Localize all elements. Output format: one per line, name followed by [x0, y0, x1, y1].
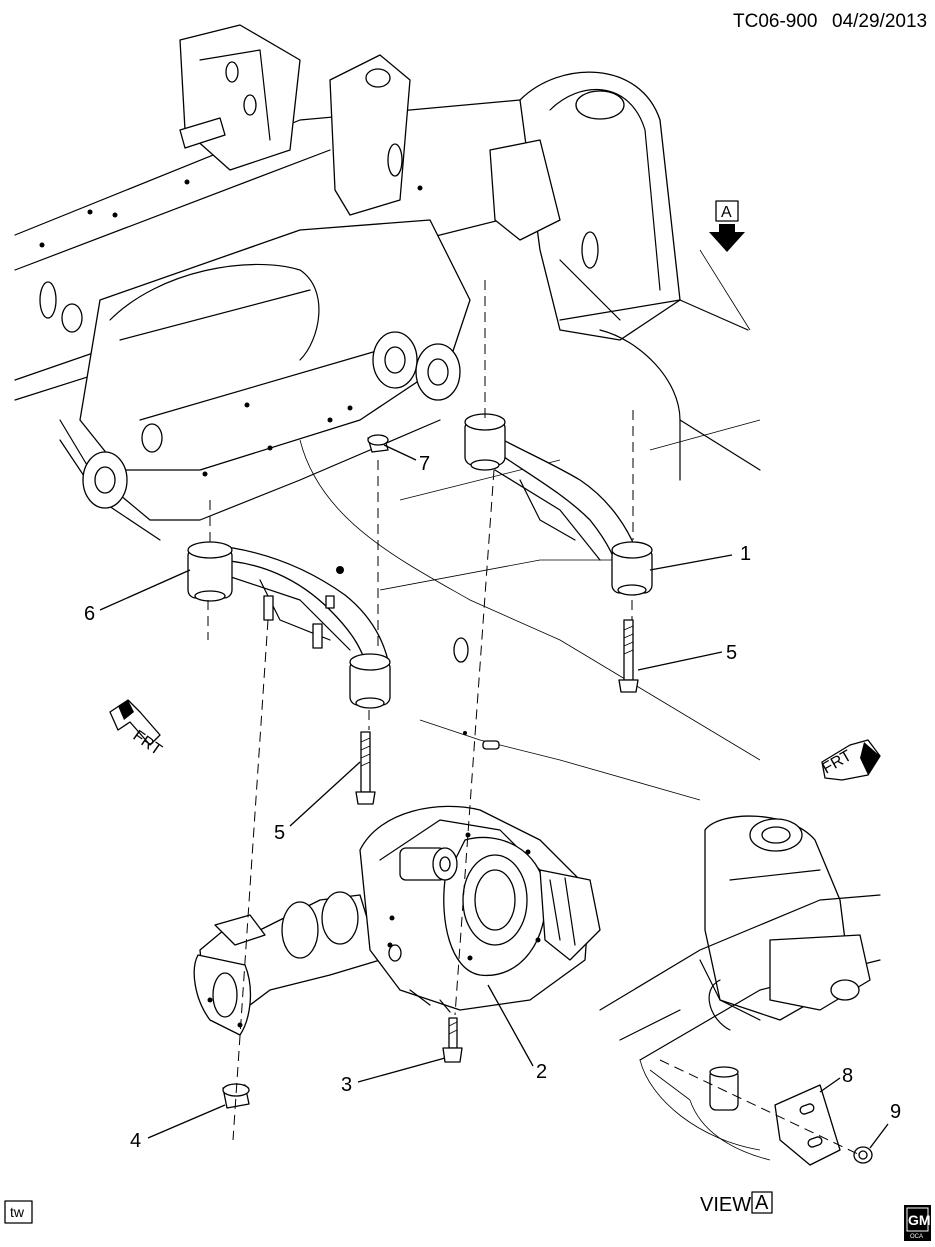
- control-arm-right: [464, 413, 653, 596]
- nut-7: [367, 434, 389, 453]
- svg-text:OCA: OCA: [910, 1234, 923, 1240]
- diagram-date: 04/29/2013: [832, 11, 927, 32]
- front-direction-icon: FRT: [109, 699, 165, 759]
- frame-assembly: [14, 24, 761, 801]
- callout-5-right: 5: [726, 642, 737, 664]
- diagram-code: TC06-900: [733, 11, 818, 32]
- bolt-5-right: [618, 619, 639, 693]
- callout-5-left: 5: [274, 822, 285, 844]
- svg-text:tw: tw: [10, 1204, 25, 1220]
- svg-text:FRT: FRT: [130, 727, 165, 759]
- svg-text:A: A: [721, 204, 732, 221]
- tw-label: tw: [4, 1200, 33, 1224]
- callout-4: 4: [130, 1130, 141, 1152]
- callout-leaders: [99, 444, 889, 1149]
- callout-8: 8: [842, 1065, 853, 1087]
- callout-1: 1: [740, 543, 751, 565]
- svg-text:A: A: [755, 1192, 769, 1214]
- gm-logo-icon: GM OCA: [904, 1205, 931, 1241]
- front-direction-icon: FRT: [820, 739, 881, 781]
- view-a-marker: A: [709, 200, 745, 252]
- callout-6: 6: [84, 603, 95, 625]
- bolt-5-left: [355, 731, 376, 805]
- svg-text:VIEW: VIEW: [700, 1194, 751, 1216]
- callout-3: 3: [341, 1074, 352, 1096]
- bolt-3: [442, 1017, 463, 1063]
- svg-text:GM: GM: [908, 1212, 931, 1228]
- differential-carrier: [193, 805, 601, 1036]
- callout-7: 7: [419, 453, 430, 475]
- control-arm-left: [187, 541, 391, 709]
- down-arrow-icon: [709, 224, 745, 252]
- view-a-inset: [599, 815, 881, 1166]
- nut-4: [222, 1083, 250, 1109]
- callout-9: 9: [890, 1101, 901, 1123]
- callout-2: 2: [536, 1061, 547, 1083]
- alignment-lines: [207, 280, 634, 1141]
- view-a-label: VIEW A: [700, 1191, 773, 1216]
